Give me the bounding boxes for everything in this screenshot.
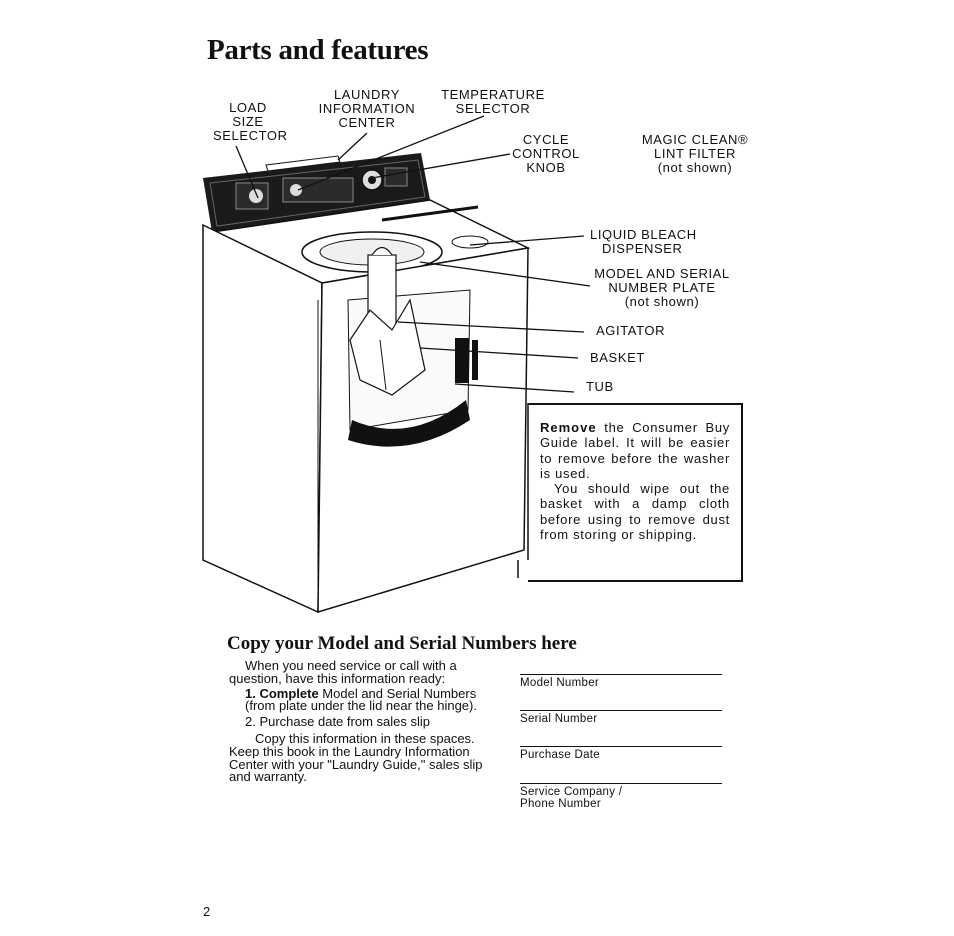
step1-bold: 1. Complete <box>245 685 319 701</box>
callout-para1: the Consumer Buy Guide label. It will be… <box>540 420 730 481</box>
label-temperature-selector: TEMPERATURE SELECTOR <box>441 87 545 116</box>
label-tub: TUB <box>586 379 614 394</box>
step2-text: 2. Purchase date from sales slip <box>245 714 430 730</box>
service-company-label: Service Company / <box>520 786 623 798</box>
purchase-date-field[interactable]: Purchase Date <box>520 746 722 761</box>
label-agitator: AGITATOR <box>596 323 666 338</box>
label-laundry-information-center: LAUNDRY INFORMATION CENTER <box>318 87 416 130</box>
callout-text: Remove the Consumer Buy Guide label. It … <box>540 420 730 542</box>
label-model-serial-plate: MODEL AND SERIAL NUMBER PLATE (not shown… <box>594 266 730 309</box>
section-heading: Copy your Model and Serial Numbers here <box>227 633 577 654</box>
callout-bold-lead: Remove <box>540 420 597 435</box>
page-number: 2 <box>203 904 211 919</box>
model-number-label: Model Number <box>520 677 600 689</box>
callout-box <box>528 403 743 582</box>
label-lint-filter: MAGIC CLEAN® LINT FILTER (not shown) <box>641 132 749 175</box>
phone-number-label: Phone Number <box>520 798 601 810</box>
label-liquid-bleach-dispenser: LIQUID BLEACH DISPENSER <box>590 227 697 256</box>
label-load-size-selector: LOAD SIZE SELECTOR <box>213 100 288 143</box>
model-number-field[interactable]: Model Number <box>520 674 722 689</box>
instructions-closing: Copy this information in these spaces. K… <box>229 730 483 785</box>
label-basket: BASKET <box>590 350 645 365</box>
instructions-intro: When you need service or call with a que… <box>229 658 457 686</box>
purchase-date-label: Purchase Date <box>520 749 600 761</box>
instructions: When you need service or call with a que… <box>229 658 507 785</box>
service-company-field[interactable]: Service Company / Phone Number <box>520 783 722 810</box>
page-title: Parts and features <box>207 34 429 66</box>
serial-number-field[interactable]: Serial Number <box>520 710 722 725</box>
step1-text: Model and Serial Numbers (from plate und… <box>245 685 477 714</box>
callout-para2: You should wipe out the basket with a da… <box>540 481 730 543</box>
serial-number-label: Serial Number <box>520 713 598 725</box>
label-cycle-control-knob: CYCLE CONTROL KNOB <box>512 132 580 175</box>
